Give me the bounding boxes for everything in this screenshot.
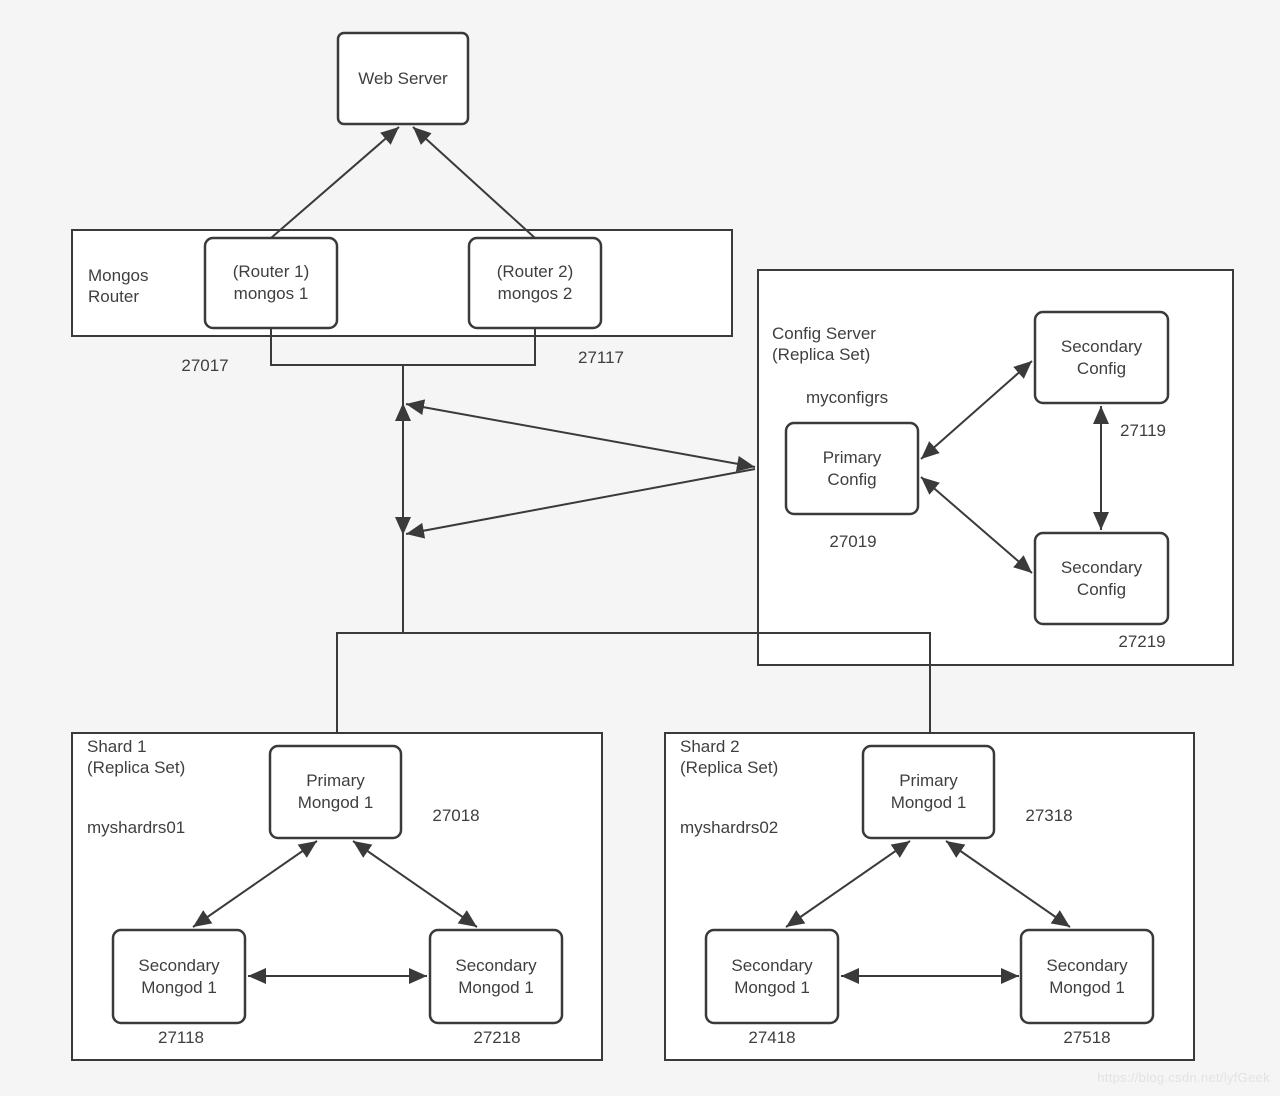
shard1-primary-box <box>268 744 403 840</box>
router1-port: 27017 <box>181 356 229 375</box>
shard1-secondary1-label: Secondary Mongod 1 <box>138 955 220 997</box>
shard2-secondary2-port: 27518 <box>1063 1028 1111 1047</box>
shard2-title: Shard 2 (Replica Set) <box>680 737 779 777</box>
arrow-configprimary-secondary2 <box>920 476 1033 574</box>
config-secondary2-box <box>1033 531 1170 626</box>
shard1-replica-set-name: myshardrs01 <box>87 818 186 837</box>
shard1-secondary1-box <box>111 928 247 1025</box>
shard1-secondary2-box <box>428 928 564 1025</box>
shard2-secondary2-label: Secondary Mongod 1 <box>1046 955 1128 997</box>
arrow-routers-to-config-lower <box>405 468 756 539</box>
router1-box <box>203 236 339 330</box>
config-secondary1-label: Secondary Config <box>1060 336 1143 378</box>
arrow-configprimary-secondary1 <box>920 360 1033 460</box>
config-replica-set-name: myconfigrs <box>806 388 889 407</box>
config-primary-box <box>784 421 920 516</box>
shard2-replica-set-name: myshardrs02 <box>680 818 779 837</box>
config-secondary1-box <box>1033 310 1170 405</box>
router2-box <box>467 236 603 330</box>
mongos-router-label: Mongos Router <box>88 266 149 306</box>
shard2-primary-label: Primary Mongod 1 <box>890 771 967 812</box>
arrow-router1-to-webserver <box>270 126 400 239</box>
shard1-title: Shard 1 (Replica Set) <box>87 737 186 777</box>
shard1-secondary2-label: Secondary Mongod 1 <box>455 955 537 997</box>
config-secondary2-port: 27219 <box>1118 632 1166 651</box>
shard1-primary-port: 27018 <box>432 806 480 825</box>
shard1-secondary1-port: 27118 <box>157 1028 204 1047</box>
arrow-s1primary-secondary1 <box>192 840 318 928</box>
arrow-routers-to-config-upper <box>405 399 756 472</box>
shard2-secondary1-box <box>704 928 840 1025</box>
csdn-watermark: https://blog.csdn.net/lyfGeek <box>1097 1070 1270 1085</box>
shards-branch-connector <box>336 632 931 733</box>
shard2-secondary1-label: Secondary Mongod 1 <box>731 955 813 997</box>
shard1-primary-label: Primary Mongod 1 <box>297 771 374 812</box>
config-secondary2-label: Secondary Config <box>1060 557 1143 599</box>
config-secondary1-port: 27119 <box>1119 421 1166 440</box>
shard2-secondary1-port: 27418 <box>748 1028 796 1047</box>
shard2-secondary2-box <box>1019 928 1155 1025</box>
web-server-label: Web Server <box>358 68 448 88</box>
config-primary-label: Primary Config <box>822 447 882 489</box>
shard1-secondary2-port: 27218 <box>473 1028 521 1047</box>
arrow-s1primary-secondary2 <box>352 840 478 928</box>
shard2-primary-port: 27318 <box>1025 806 1073 825</box>
router2-port: 27117 <box>577 348 624 367</box>
mongos-router-container <box>71 229 733 337</box>
arrow-s2primary-secondary2 <box>945 840 1071 928</box>
arrow-s2primary-secondary1 <box>785 840 911 928</box>
arrow-router2-to-webserver <box>412 126 536 239</box>
router2-label: (Router 2) mongos 2 <box>496 262 574 303</box>
shard2-primary-box <box>861 744 996 840</box>
config-server-title: Config Server (Replica Set) <box>772 324 876 364</box>
router1-label: (Router 1) mongos 1 <box>232 262 310 303</box>
web-server-box <box>336 31 470 126</box>
config-primary-port: 27019 <box>829 532 877 551</box>
